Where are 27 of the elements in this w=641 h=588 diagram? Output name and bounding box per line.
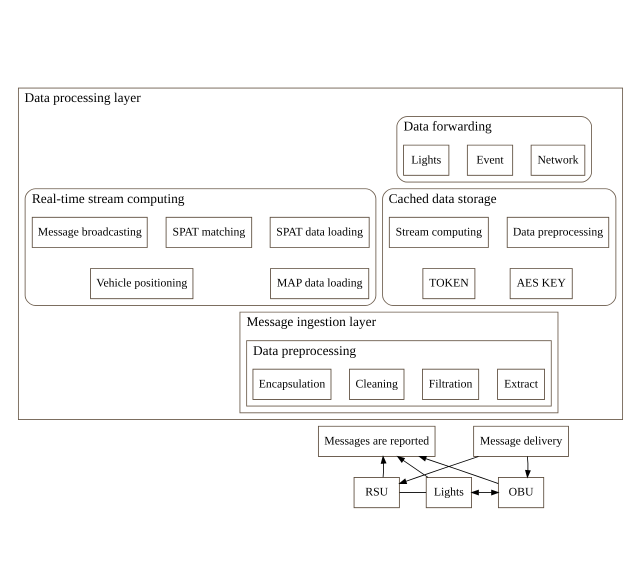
arrow xyxy=(396,455,428,478)
node-box: OBU xyxy=(498,476,544,508)
node-box: Message delivery xyxy=(473,425,569,456)
node-box: TOKEN xyxy=(422,268,476,299)
node-box: Messages are reported xyxy=(318,425,436,456)
arrow xyxy=(398,456,479,484)
node-box: Encapsulation xyxy=(252,368,332,400)
node-box: SPAT matching xyxy=(166,216,252,248)
node-box: AES KEY xyxy=(510,268,573,299)
node-box: Stream computing xyxy=(388,216,489,248)
node-box: Network xyxy=(530,144,586,176)
arrow xyxy=(418,455,499,484)
node-box: Extract xyxy=(497,368,545,400)
node-box: Cleaning xyxy=(349,368,404,400)
arrow xyxy=(470,489,500,495)
node-box: RSU xyxy=(354,476,400,508)
node-box: Data preprocessing xyxy=(506,216,610,248)
node-box: MAP data loading xyxy=(270,268,370,299)
node-box: Vehicle positioning xyxy=(90,268,194,299)
node-box: Lights xyxy=(426,476,472,508)
node-box: Event xyxy=(466,144,514,176)
node-box: Filtration xyxy=(422,368,480,400)
node-box: Message broadcasting xyxy=(32,216,148,248)
arrow xyxy=(525,456,531,478)
arrow xyxy=(380,454,387,478)
node-box: SPAT data loading xyxy=(270,216,370,248)
node-box: Lights xyxy=(403,144,450,176)
